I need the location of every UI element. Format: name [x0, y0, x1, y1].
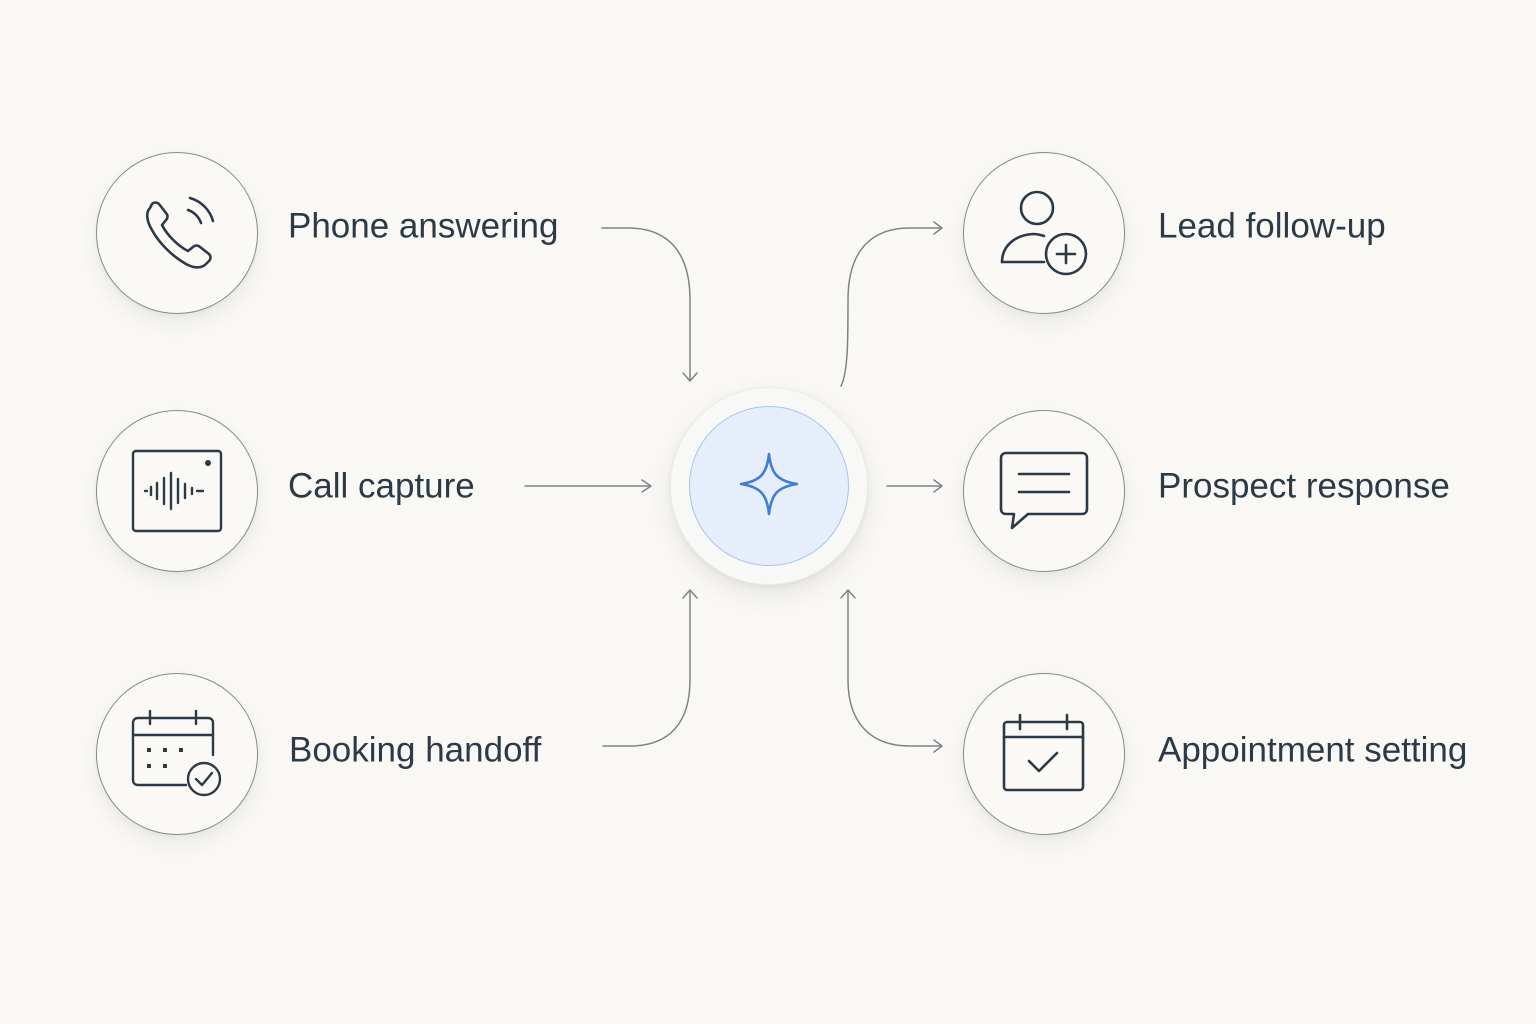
label-prospect-response: Prospect response [1158, 466, 1450, 506]
arrowhead-appointment-setting-right [933, 739, 943, 753]
arrowhead-prospect-response [933, 479, 943, 493]
connector-booking-handoff [602, 591, 691, 747]
phone-ringing-icon [132, 188, 222, 278]
sparkle-icon [737, 451, 801, 522]
node-appointment-setting[interactable] [963, 673, 1125, 835]
label-lead-follow-up: Lead follow-up [1158, 206, 1386, 246]
hub-node[interactable] [689, 406, 849, 566]
arrowhead-lead-follow-up [933, 221, 943, 235]
arrowhead-booking-handoff [682, 589, 698, 599]
node-call-capture[interactable] [96, 410, 258, 572]
connector-lead-follow-up [840, 227, 941, 387]
user-add-icon [999, 188, 1089, 278]
label-call-capture: Call capture [288, 466, 475, 506]
audio-waveform-icon [131, 449, 223, 533]
node-phone-answering[interactable] [96, 152, 258, 314]
label-phone-answering: Phone answering [288, 206, 559, 246]
node-lead-follow-up[interactable] [963, 152, 1125, 314]
arrowhead-phone-answering [682, 372, 698, 382]
calendar-checkmark-icon [1001, 713, 1087, 795]
calendar-check-icon [130, 709, 224, 799]
message-icon [998, 451, 1090, 531]
arrowhead-appointment-setting-up [840, 589, 856, 599]
node-booking-handoff[interactable] [96, 673, 258, 835]
connector-phone-answering [601, 227, 691, 381]
label-appointment-setting: Appointment setting [1158, 730, 1468, 770]
label-booking-handoff: Booking handoff [289, 730, 542, 770]
arrowhead-call-capture [641, 479, 652, 493]
connector-appointment-setting [847, 591, 941, 747]
node-prospect-response[interactable] [963, 410, 1125, 572]
